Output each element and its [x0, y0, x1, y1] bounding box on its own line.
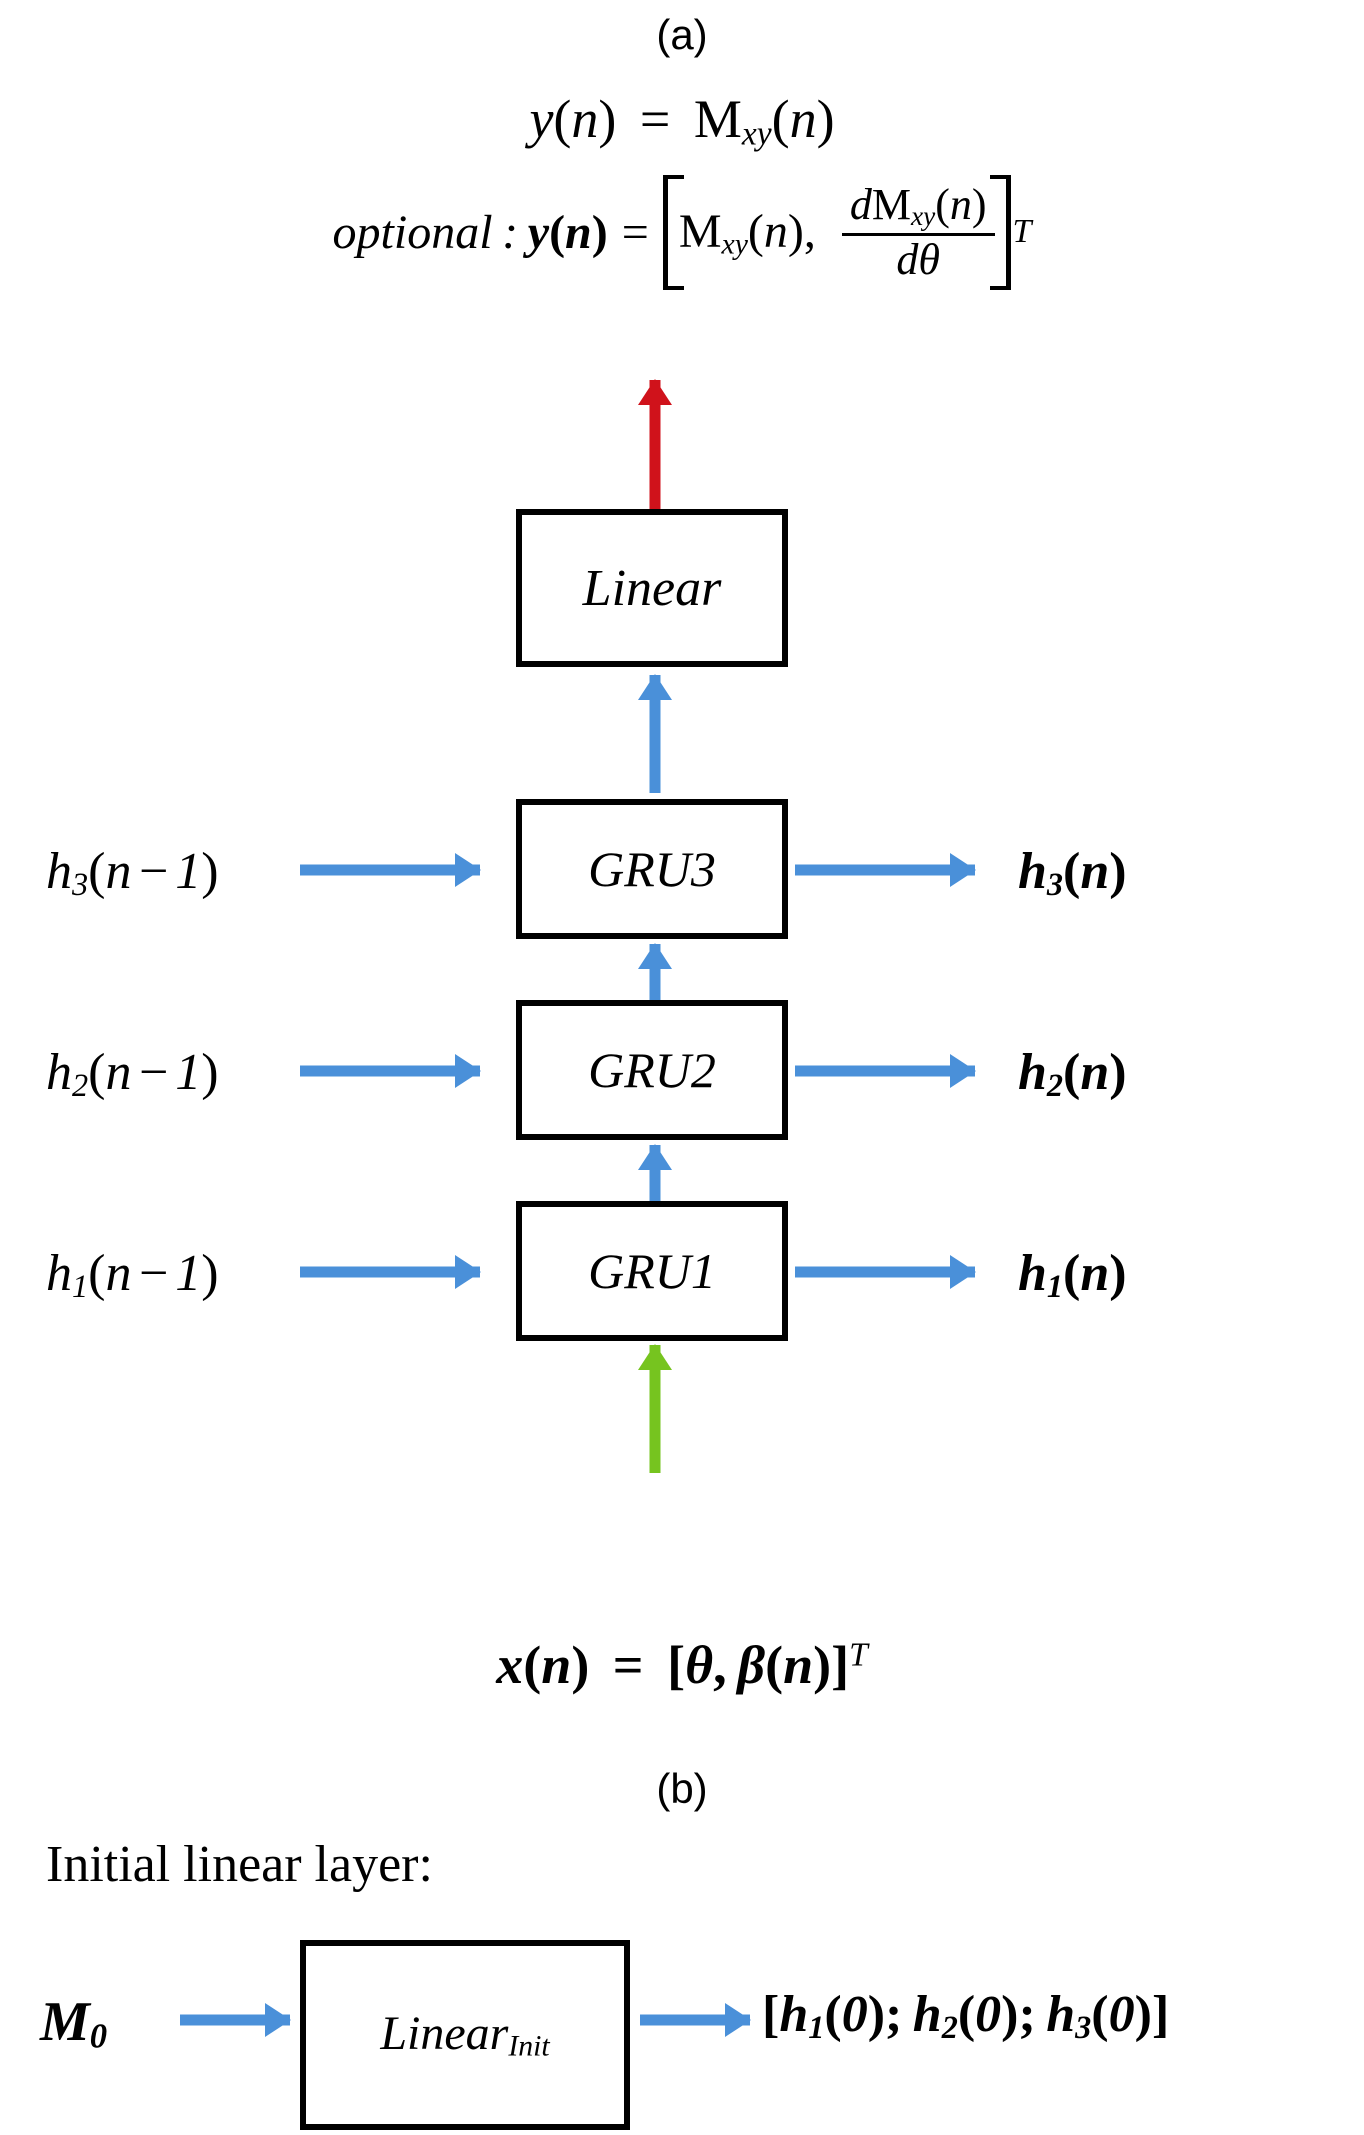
fraction-numerator: dMxy(n): [849, 180, 987, 231]
initial-hidden-states-output: [h1(0); h2(0); h3(0)]: [762, 1986, 1170, 2046]
arrow-gru1-to-gru2: [635, 1144, 675, 1201]
panel-b-label: (b): [656, 1765, 708, 1812]
input-equation: x(n) = [θ, β(n)]T: [0, 1634, 1364, 1696]
arrow-gru2-to-gru3: [635, 943, 675, 1000]
block-gru1-label: GRU1: [588, 1243, 716, 1299]
arrow-shaft: [649, 380, 661, 510]
arrow-shaft: [640, 2014, 750, 2026]
hidden-input-h1: h1(n − 1): [46, 1245, 219, 1305]
block-gru2[interactable]: GRU2: [516, 1000, 788, 1140]
panel-a-label: (a): [656, 11, 708, 58]
arrow-shaft: [649, 1145, 661, 1201]
arrow-shaft: [795, 1266, 975, 1278]
arrow-m0-to-linear-init: [180, 1998, 291, 2042]
hidden-input-h2: h2(n − 1): [46, 1044, 219, 1104]
arrow-h1-in: [300, 1250, 481, 1294]
block-linear-init-label: LinearInit: [380, 2006, 549, 2064]
arrow-shaft: [649, 675, 661, 793]
arrow-h2-out: [795, 1049, 976, 1093]
arrow-head: [638, 943, 672, 969]
block-linear-init[interactable]: LinearInit: [300, 1940, 630, 2130]
block-linear-label: Linear: [582, 559, 722, 617]
arrow-head: [950, 853, 976, 887]
arrow-h3-out: [795, 848, 976, 892]
arrow-shaft: [300, 1065, 480, 1077]
hidden-input-h3: h3(n − 1): [46, 843, 219, 903]
arrow-head: [455, 853, 481, 887]
arrow-shaft: [300, 864, 480, 876]
arrow-head: [638, 1344, 672, 1370]
arrow-head: [265, 2003, 291, 2037]
initial-input-m0: M0: [40, 1991, 108, 2056]
derivative-fraction: dMxy(n) dθ: [841, 180, 995, 284]
arrow-head: [638, 674, 672, 700]
transpose-superscript: T: [1012, 213, 1032, 251]
arrow-shaft: [300, 1266, 480, 1278]
block-gru2-label: GRU2: [588, 1042, 716, 1098]
vector-first-element: Mxy(n),: [678, 204, 816, 261]
block-linear[interactable]: Linear: [516, 509, 788, 667]
optional-equals: =: [621, 205, 649, 259]
arrow-shaft: [795, 864, 975, 876]
arrow-h1-out: [795, 1250, 976, 1294]
fraction-denominator: dθ: [841, 233, 995, 284]
arrow-head: [455, 1054, 481, 1088]
arrow-gru3-to-linear: [635, 674, 675, 793]
input-equation-text: x(n) = [θ, β(n)]T: [496, 1635, 868, 1695]
arrow-head: [725, 2003, 751, 2037]
arrow-h2-in: [300, 1049, 481, 1093]
output-equation: y(n) = Mxy(n): [0, 88, 1364, 153]
arrow-head: [638, 1144, 672, 1170]
block-gru3-label: GRU3: [588, 841, 716, 897]
block-gru3[interactable]: GRU3: [516, 799, 788, 939]
arrow-linear-init-to-output: [640, 1998, 751, 2042]
arrow-shaft: [649, 1345, 661, 1473]
optional-vector-bracket: Mxy(n), dMxy(n) dθ: [662, 175, 1011, 290]
arrow-h3-in: [300, 848, 481, 892]
arrow-linear-to-output: [635, 379, 675, 510]
arrow-head: [455, 1255, 481, 1289]
optional-equation: optional : y(n) = Mxy(n), dMxy(n) dθ T: [0, 175, 1364, 290]
optional-prefix: optional :: [332, 205, 528, 259]
block-linear-init-base: Linear: [380, 2007, 509, 2061]
arrow-shaft: [795, 1065, 975, 1077]
optional-lhs: y(n): [527, 205, 608, 259]
arrow-head: [950, 1054, 976, 1088]
hidden-output-h2: h2(n): [1018, 1044, 1127, 1104]
hidden-output-h3: h3(n): [1018, 843, 1127, 903]
arrow-head: [638, 379, 672, 405]
panel-b-caption: Initial linear layer:: [46, 1836, 433, 1893]
block-gru1[interactable]: GRU1: [516, 1201, 788, 1341]
hidden-output-h1: h1(n): [1018, 1245, 1127, 1305]
arrow-head: [950, 1255, 976, 1289]
arrow-shaft: [649, 944, 661, 1000]
output-equation-text: y(n) = Mxy(n): [529, 89, 835, 153]
arrow-shaft: [180, 2014, 290, 2026]
block-linear-init-sub: Init: [508, 2029, 550, 2063]
arrow-input-to-gru1: [635, 1344, 675, 1473]
